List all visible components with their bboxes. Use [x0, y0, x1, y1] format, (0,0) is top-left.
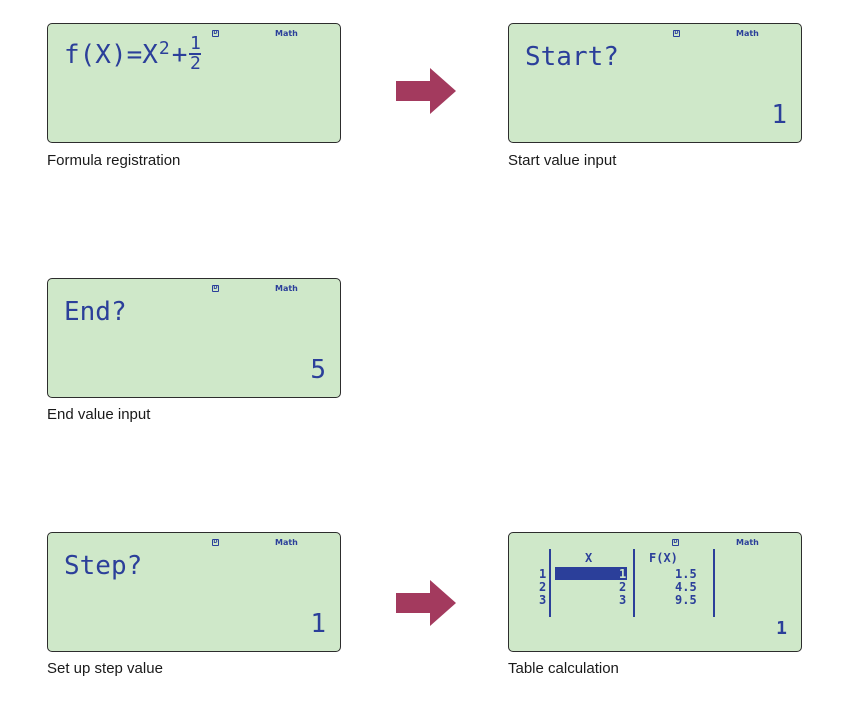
fraction-bar [189, 53, 202, 55]
formula-fraction: 1 2 [189, 33, 202, 74]
math-indicator: Math [736, 29, 759, 38]
lcd-screen-formula: D Math f(X)=X 2 + 1 2 [47, 23, 341, 143]
table-cell-fx: 9.5 [675, 593, 697, 607]
caption-start: Start value input [508, 152, 617, 169]
table-cell-x: 1 [619, 567, 627, 581]
end-value: 5 [310, 355, 326, 385]
table-row-index: 2 [539, 580, 547, 594]
d-indicator-icon: D [212, 285, 219, 292]
start-prompt: Start? [525, 42, 619, 72]
math-indicator: Math [275, 284, 298, 293]
table-cell-x: 3 [619, 593, 627, 607]
table-row-index: 1 [539, 567, 547, 581]
caption-table: Table calculation [508, 660, 619, 677]
d-indicator-icon: D [212, 539, 219, 546]
right-arrow-icon [396, 68, 456, 114]
table-right-rule [713, 549, 715, 617]
formula-lhs: f(X)=X [64, 40, 158, 70]
d-indicator-icon: D [673, 30, 680, 37]
caption-step: Set up step value [47, 660, 163, 677]
step-prompt: Step? [64, 551, 143, 581]
lcd-screen-table: D Math X F(X) 1 2 3 1 2 3 1.5 4.5 9.5 1 [508, 532, 802, 652]
table-header-fx: F(X) [649, 551, 678, 565]
table-row-index: 3 [539, 593, 547, 607]
table-mid-rule [633, 549, 635, 617]
fraction-numerator: 1 [190, 33, 201, 54]
lcd-screen-end: D Math End? 5 [47, 278, 341, 398]
caption-end: End value input [47, 406, 151, 423]
table-cursor-cell [555, 567, 627, 580]
formula-exponent: 2 [158, 38, 170, 59]
caption-formula: Formula registration [47, 152, 181, 169]
d-indicator-icon: D [672, 539, 679, 546]
step-value: 1 [310, 609, 326, 639]
lcd-screen-step: D Math Step? 1 [47, 532, 341, 652]
d-indicator-icon: D [212, 30, 219, 37]
formula-display: f(X)=X 2 + 1 2 [64, 35, 202, 73]
math-indicator: Math [275, 538, 298, 547]
right-arrow-icon [396, 580, 456, 626]
table-cell-fx: 4.5 [675, 580, 697, 594]
table-value: 1 [776, 618, 787, 639]
math-indicator: Math [736, 538, 759, 547]
start-value: 1 [771, 100, 787, 130]
fraction-denominator: 2 [190, 53, 201, 74]
lcd-screen-start: D Math Start? 1 [508, 23, 802, 143]
table-cell-fx: 1.5 [675, 567, 697, 581]
table-cell-x: 2 [619, 580, 627, 594]
math-indicator: Math [275, 29, 298, 38]
formula-plus: + [171, 40, 188, 70]
table-header-x: X [585, 551, 593, 565]
end-prompt: End? [64, 297, 127, 327]
table-left-rule [549, 549, 551, 617]
